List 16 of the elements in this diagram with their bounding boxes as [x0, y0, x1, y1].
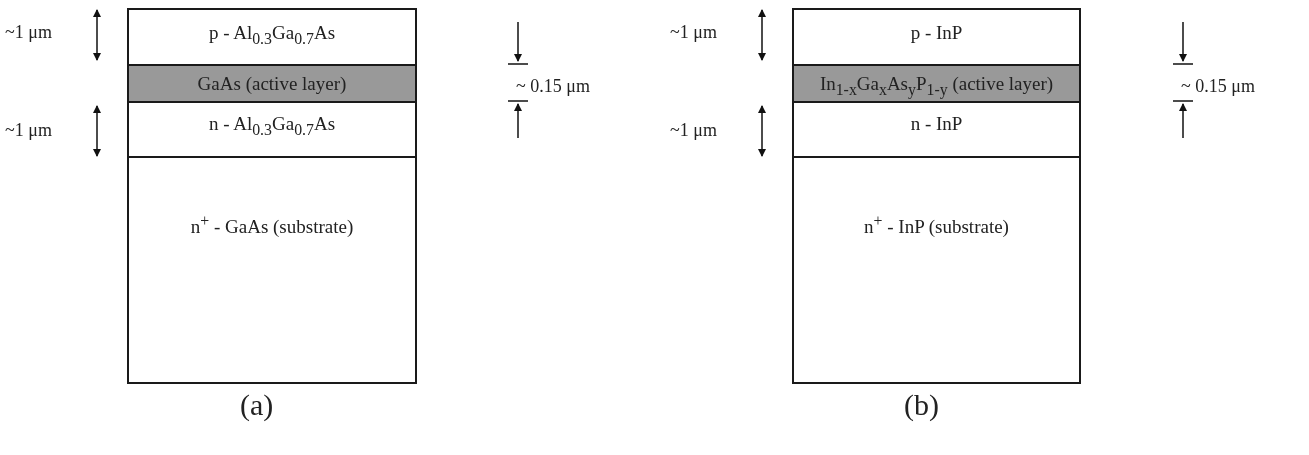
cladding-layer: p - InP	[792, 8, 1081, 66]
panel-label: (a)	[240, 388, 274, 422]
active-layer: In$_{1-x}$Ga$_{x}$As$_{y}$P$_{1-y}$ (active layer)	[792, 64, 1081, 103]
dimension-label: ~1 μm	[670, 22, 717, 43]
substrate-layer: n$^{+}$ - InP (substrate)	[792, 156, 1081, 384]
dimension-label: ~1 μm	[670, 120, 717, 141]
dimension-label: ~ 0.15 μm	[1181, 76, 1255, 97]
cladding-layer: n - Al$_{0.3}$Ga$_{0.7}$As	[127, 101, 417, 158]
cladding-layer: n - InP	[792, 101, 1081, 158]
dimension-label: ~1 μm	[5, 22, 52, 43]
substrate-layer: n$^{+}$ - GaAs (substrate)	[127, 156, 417, 384]
dimension-label: ~ 0.15 μm	[516, 76, 590, 97]
dimension-label: ~1 μm	[5, 120, 52, 141]
active-layer: GaAs (active layer)	[127, 64, 417, 103]
panel-label: (b)	[904, 388, 939, 422]
cladding-layer: p - Al$_{0.3}$Ga$_{0.7}$As	[127, 8, 417, 66]
